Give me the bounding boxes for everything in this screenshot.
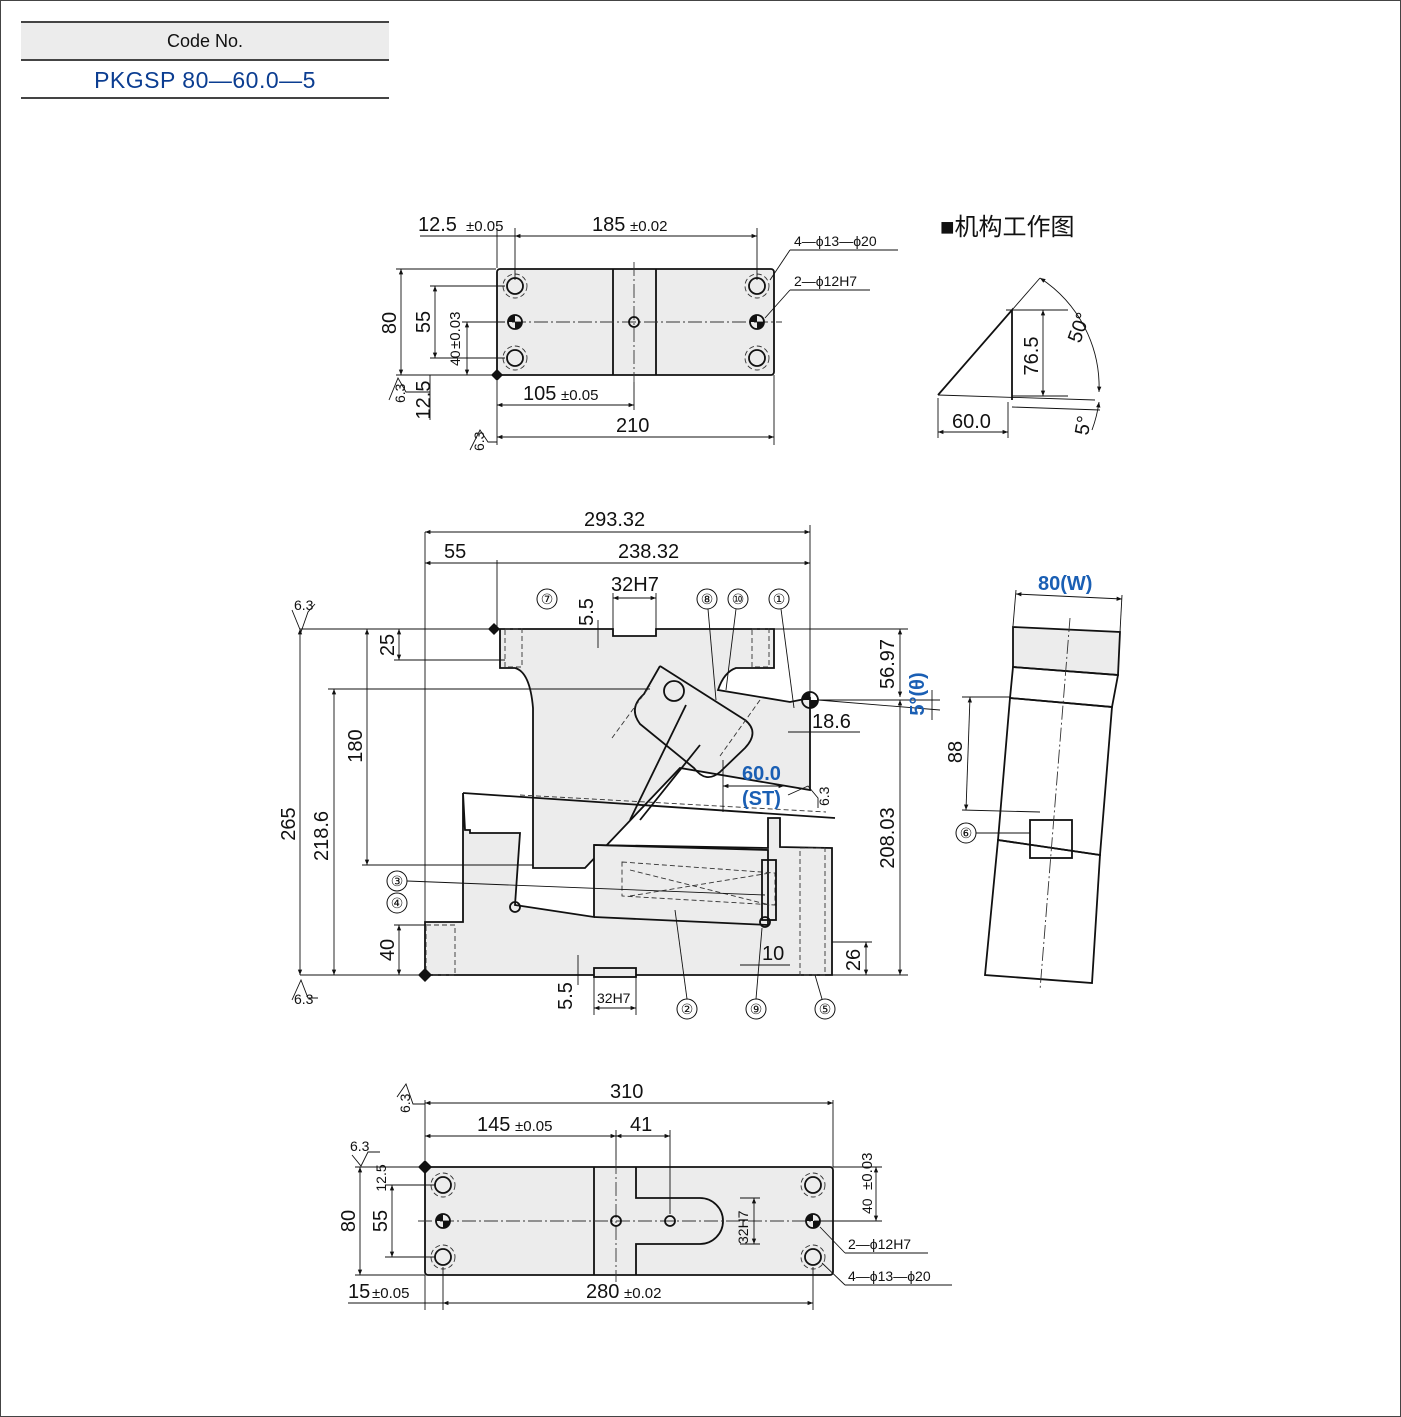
svg-text:6.3: 6.3 xyxy=(816,786,832,806)
svg-text:⑤: ⑤ xyxy=(819,1001,832,1017)
svg-text:⑧: ⑧ xyxy=(701,591,714,607)
svg-text:32H7: 32H7 xyxy=(597,990,631,1006)
front-dim-293: 293.32 xyxy=(584,509,645,531)
top-dim-left: 12.5 xyxy=(418,214,457,236)
mechanism-diagram: ■机构工作图 76.5 50° 5° 60.0 xyxy=(937,214,1102,438)
bottom-dim-41: 41 xyxy=(630,1114,652,1136)
code-number-value: PKGSP 80—60.0—5 xyxy=(21,61,389,99)
front-dim-18: 18.6 xyxy=(812,711,851,733)
bottom-holes-callout: 4—ϕ13—ϕ20 xyxy=(848,1268,931,1284)
front-dim-26: 26 xyxy=(843,949,865,971)
top-dim-105: 105 xyxy=(523,383,556,405)
front-theta: 5°(θ) xyxy=(907,672,929,715)
top-view: 12.5 ±0.05 185 ±0.02 4—ϕ13—ϕ20 2—ϕ12H7 8… xyxy=(379,214,898,451)
front-dim-56: 56.97 xyxy=(877,639,899,689)
front-dim-10: 10 xyxy=(762,943,784,965)
bottom-pins-callout: 2—ϕ12H7 xyxy=(848,1236,911,1252)
bottom-dim-280: 280 xyxy=(586,1281,619,1303)
front-dim-218: 218.6 xyxy=(311,811,333,861)
svg-text:±0.03: ±0.03 xyxy=(447,312,464,349)
svg-text:40: 40 xyxy=(859,1198,875,1214)
bottom-dim-55: 55 xyxy=(370,1210,392,1232)
svg-text:5.5: 5.5 xyxy=(555,982,577,1010)
front-view: 293.32 55 238.32 32H7 5.5 xyxy=(278,509,941,1020)
svg-text:±0.05: ±0.05 xyxy=(515,1118,552,1135)
part-balloons: ① ② ③ ④ ⑤ ⑦ ⑧ ⑨ ⑩ xyxy=(386,588,836,1020)
svg-text:±0.05: ±0.05 xyxy=(466,218,503,235)
side-dim-88: 88 xyxy=(945,741,967,763)
bottom-dim-12-5: 12.5 xyxy=(373,1164,389,1191)
lower-base-block xyxy=(424,792,833,976)
mechanism-title: ■机构工作图 xyxy=(940,214,1075,241)
svg-text:⑥: ⑥ xyxy=(960,825,973,841)
front-dim-55: 55 xyxy=(444,541,466,563)
front-stroke-value: 60.0 xyxy=(742,763,781,785)
svg-text:⑩: ⑩ xyxy=(732,591,745,607)
mechanism-height: 76.5 xyxy=(1021,337,1043,376)
svg-text:32H7: 32H7 xyxy=(735,1210,751,1244)
front-stroke-label: (ST) xyxy=(742,788,781,810)
mechanism-angle-bottom: 5° xyxy=(1071,414,1096,437)
svg-text:±0.02: ±0.02 xyxy=(630,218,667,235)
mechanism-base: 60.0 xyxy=(952,411,991,433)
bottom-dim-145: 145 xyxy=(477,1114,510,1136)
svg-text:±0.05: ±0.05 xyxy=(372,1285,409,1302)
front-dim-32h7-top: 32H7 xyxy=(611,574,659,596)
svg-text:±0.03: ±0.03 xyxy=(859,1153,876,1190)
side-width: 80(W) xyxy=(1038,573,1092,595)
top-dim-55: 55 xyxy=(413,311,435,333)
svg-text:±0.02: ±0.02 xyxy=(624,1285,661,1302)
svg-text:⑦: ⑦ xyxy=(541,591,554,607)
bottom-view: 310 145 ±0.05 41 6.3 6.3 80 55 12.5 40 ±… xyxy=(338,1081,952,1310)
top-dim-12-5: 12.5 xyxy=(413,381,435,420)
side-view: 80(W) 88 ⑥ xyxy=(945,573,1123,991)
svg-text:6.3: 6.3 xyxy=(397,1093,413,1113)
front-dim-40: 40 xyxy=(377,939,399,961)
svg-text:6.3: 6.3 xyxy=(294,597,314,613)
svg-text:6.3: 6.3 xyxy=(350,1138,370,1154)
svg-text:⑨: ⑨ xyxy=(750,1001,763,1017)
top-dim-210: 210 xyxy=(616,415,649,437)
bottom-dim-310: 310 xyxy=(610,1081,643,1103)
svg-text:6.3: 6.3 xyxy=(471,431,487,451)
top-holes-callout: 4—ϕ13—ϕ20 xyxy=(794,233,877,249)
bottom-dim-15: 15 xyxy=(348,1281,370,1303)
code-number-box: Code No. PKGSP 80—60.0—5 xyxy=(21,21,389,99)
upper-slider-block xyxy=(499,628,811,869)
front-dim-238: 238.32 xyxy=(618,541,679,563)
svg-text:6.3: 6.3 xyxy=(294,991,314,1007)
code-number-header: Code No. xyxy=(21,21,389,61)
front-dim-208: 208.03 xyxy=(877,807,899,868)
svg-text:±0.05: ±0.05 xyxy=(561,387,598,404)
top-dim-80: 80 xyxy=(379,312,401,334)
front-dim-265: 265 xyxy=(278,807,300,840)
top-pins-callout: 2—ϕ12H7 xyxy=(794,273,857,289)
front-dim-180: 180 xyxy=(345,729,367,762)
svg-text:②: ② xyxy=(681,1001,694,1017)
top-dim-span: 185 xyxy=(592,214,625,236)
bottom-dim-80: 80 xyxy=(338,1210,360,1232)
svg-text:①: ① xyxy=(773,591,786,607)
svg-text:5.5: 5.5 xyxy=(576,598,598,626)
svg-text:④: ④ xyxy=(391,895,404,911)
front-dim-25: 25 xyxy=(377,634,399,656)
svg-text:40: 40 xyxy=(447,350,463,366)
svg-text:6.3: 6.3 xyxy=(392,383,408,403)
svg-text:③: ③ xyxy=(391,873,404,889)
